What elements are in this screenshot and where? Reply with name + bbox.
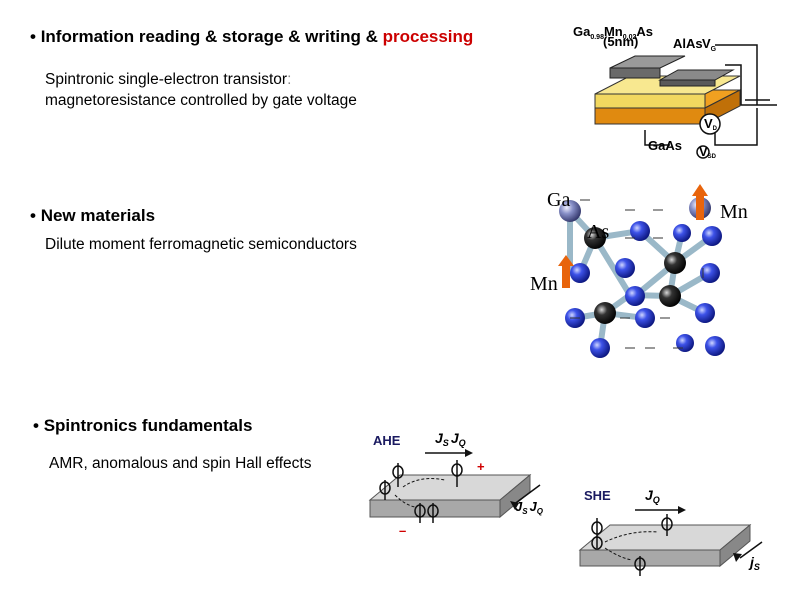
alas-label: AlAs [673,36,703,51]
ahe-slab-front [369,499,501,518]
minus-sign: – [399,523,406,538]
section1-heading: • Information reading & storage & writin… [30,27,473,47]
ahe-title: AHE [373,433,401,448]
diagonal-arrow-icon [512,484,541,506]
gaas-label: GaAs [648,138,682,153]
section1-desc-line2: magnetoresistance controlled by gate vol… [45,92,357,109]
ga-atoms [584,227,686,324]
section2-heading: • New materials [30,206,155,226]
mn-label-left: Mn [530,273,558,295]
section1-description: Spintronic single-electron transistor: m… [45,69,357,111]
alas-layer-front [594,93,706,109]
she-jq-label: JQ [645,487,660,505]
thickness-label: (5nm) [603,34,638,49]
section1-title: Information reading & storage & writing … [40,27,383,46]
section3-desc: AMR, anomalous and spin Hall effects [49,455,312,472]
bullet-marker: • [30,206,36,225]
bullet-marker: • [33,416,39,435]
gate-contact-front [659,79,716,87]
vd-label: VD [704,116,718,132]
section3-heading: • Spintronics fundamentals [33,416,252,436]
section2-description: Dilute moment ferromagnetic semiconducto… [45,234,357,255]
arrowhead-icon [733,553,742,562]
spin-symbols-icon [591,514,673,576]
mn-atom-top [559,200,581,222]
as-label: As [587,221,609,243]
she-diagram: SHE JQ jS [578,487,763,576]
she-slab-front [579,549,721,567]
spin-up-arrow-icon [692,184,708,220]
section1-title-accent: processing [382,27,474,46]
vd-source-icon [699,113,721,135]
deflection-path [394,494,416,508]
vsd-label: VSD [699,144,717,160]
arrowhead-icon [510,501,519,510]
spin-up-arrow-icon [558,255,574,288]
bullet-marker: • [30,27,36,46]
section1-desc-line1: Spintronic single-electron transistor [45,71,288,88]
circuit-wires [644,44,777,146]
section3-description: AMR, anomalous and spin Hall effects [49,453,312,474]
lattice-dashes [570,199,704,349]
section1-desc-colon: : [287,71,292,88]
deflection-path [604,547,633,561]
vg-label: VG [702,36,717,53]
gamnas-island-front [609,67,661,79]
diagonal-arrow-icon [739,541,763,559]
substrate-front [594,107,706,125]
she-slab-side [719,523,751,568]
section2-desc: Dilute moment ferromagnetic semiconducto… [45,236,357,253]
gamnas-island [609,55,686,69]
she-js-label: jS [748,554,760,572]
mn-label-right: Mn [720,201,748,223]
plus-sign: + [477,459,485,474]
deflection-path [402,478,446,488]
ga-label: Ga [547,189,570,211]
deflection-path [604,531,659,543]
arrowhead-icon [678,506,686,514]
spin-symbols-icon [379,460,463,523]
crystal-lattice: Ga As Mn Mn [530,184,748,358]
device-schematic: Ga0.98Mn0.02As (5nm) AlAs VG VD GaAs VSD [573,24,777,160]
as-atoms [565,221,725,358]
she-title: SHE [584,488,611,503]
section2-title: New materials [40,206,156,225]
gamnas-label: Ga0.98Mn0.02As [573,24,653,41]
vsd-source-icon [696,145,710,159]
arrowhead-icon [465,449,473,457]
section3-title: Spintronics fundamentals [43,416,253,435]
